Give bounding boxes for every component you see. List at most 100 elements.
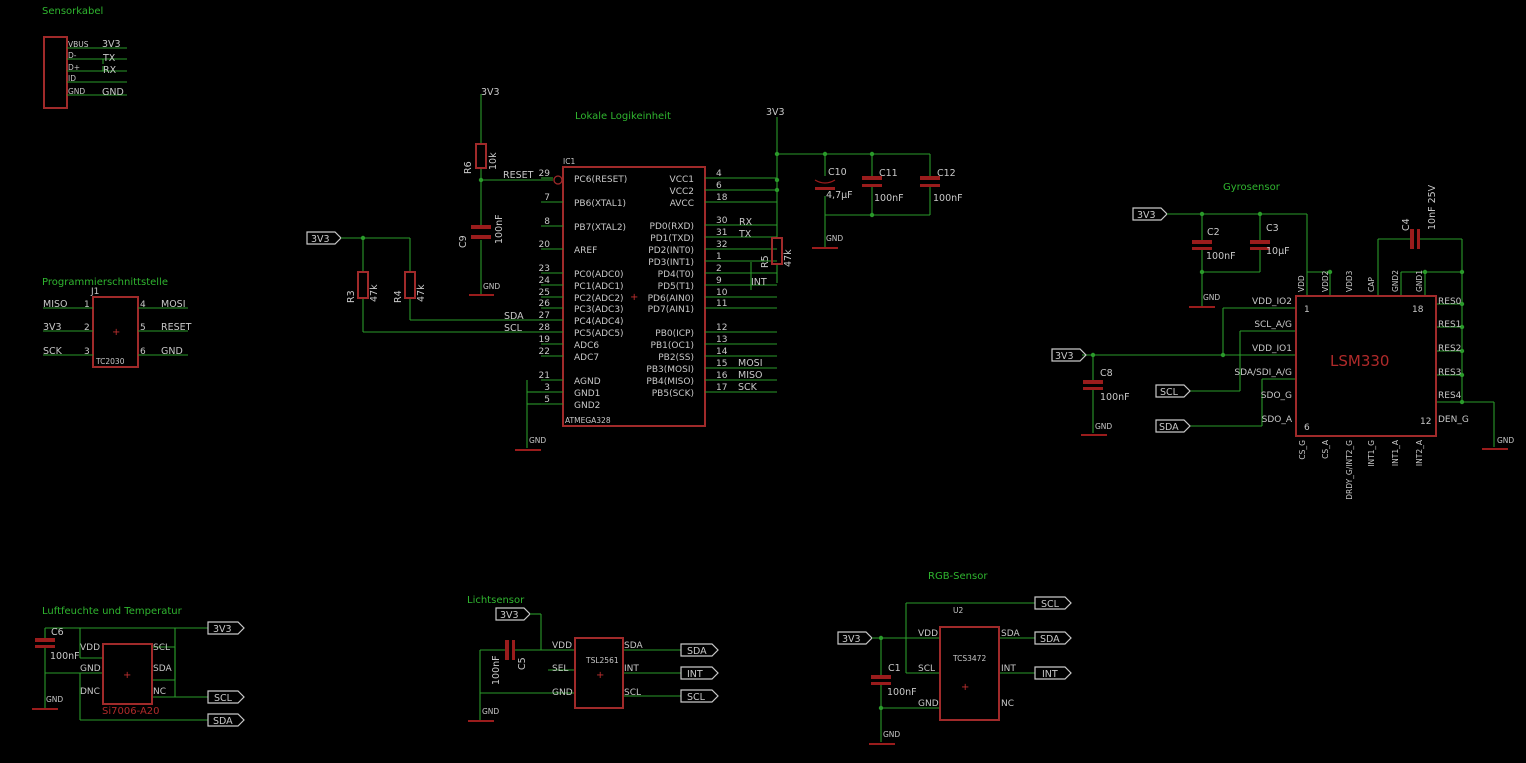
r6-supply-label: 3V3 <box>481 87 500 98</box>
c8-capacitor[interactable] <box>1083 380 1103 390</box>
lsm330-sensor[interactable] <box>1295 295 1437 437</box>
r5-resistor[interactable] <box>771 237 783 265</box>
flag-scl-tcs[interactable] <box>1034 596 1072 610</box>
title-rgb: RGB-Sensor <box>928 571 988 582</box>
tsl2561-sensor[interactable] <box>574 637 624 709</box>
c11-capacitor[interactable] <box>862 176 882 187</box>
mcu-net-sck: SCK <box>738 382 758 393</box>
mcu-right-pin-number: 30 <box>716 216 728 226</box>
si7006-pin-dnc: DNC <box>80 687 100 697</box>
flag-scl-tsl[interactable] <box>680 689 719 703</box>
mcu-right-pin-name: PB2(SS) <box>658 353 694 363</box>
c10-gnd-label: GND <box>826 234 843 243</box>
usb-pin-dplus: D+ <box>68 63 80 72</box>
si7006-pin-sda: SDA <box>153 664 172 674</box>
title-light: Lichtsensor <box>467 595 525 606</box>
mcu-left-pin-name: PC2(ADC2) <box>574 294 624 304</box>
lsm-bottom-pin: CS_A <box>1321 439 1330 459</box>
mcu-left-pin-number: 29 <box>539 169 551 179</box>
flag-sda-lsm[interactable] <box>1155 419 1191 433</box>
si7006-gnd-label: GND <box>46 695 63 704</box>
c3-capacitor[interactable] <box>1250 240 1270 250</box>
gyro-gnd-label-3: GND <box>1497 436 1514 445</box>
c11-value: 100nF <box>874 193 904 204</box>
si7006-sensor[interactable] <box>102 643 153 705</box>
c10-capacitor[interactable] <box>814 179 836 190</box>
flag-sda-si7006[interactable] <box>207 713 245 727</box>
usb-net-tx: TX <box>102 53 116 64</box>
lsm-left-pin: SDO_A <box>1262 415 1293 425</box>
usb-connector[interactable] <box>43 36 68 109</box>
mcu-right-pin-name: PB1(OC1) <box>651 341 694 351</box>
tcs-junction-a <box>878 635 884 641</box>
mcu-right-pins: 4VCC16VCC218AVCC30PD0(RXD)31PD1(TXD)32PD… <box>646 169 777 399</box>
c1-value: 100nF <box>887 687 917 698</box>
c9-capacitor[interactable] <box>471 225 491 239</box>
flag-3v3-gyro[interactable] <box>1132 207 1168 221</box>
flag-scl-si7006[interactable] <box>207 690 245 704</box>
mcu-left-pin-number: 5 <box>544 395 550 405</box>
flag-int-tcs[interactable] <box>1034 666 1072 680</box>
flag-3v3-si7006[interactable] <box>207 621 245 635</box>
mcu-left-pin-number: 7 <box>544 193 550 203</box>
mcu-right-pin-name: PD5(T1) <box>658 282 694 292</box>
mcu-gnd-wires <box>526 380 541 448</box>
r3-resistor[interactable] <box>357 271 369 299</box>
c1-capacitor[interactable] <box>871 675 891 685</box>
mcu-left-pin-name: ADC7 <box>574 353 599 363</box>
c9-value: 100nF <box>494 214 505 244</box>
mcu-right-pin-name: PB4(MISO) <box>646 377 694 387</box>
tcs-gnd-label: GND <box>883 730 900 739</box>
flag-int-tsl[interactable] <box>680 666 719 680</box>
title-programmer: Programmierschnittstelle <box>42 277 168 288</box>
c6-capacitor[interactable] <box>35 638 55 648</box>
usb-net-3v3: 3V3 <box>102 39 121 50</box>
flag-sda-tcs[interactable] <box>1034 631 1072 645</box>
flag-scl-lsm[interactable] <box>1155 384 1191 398</box>
flag-sda-tsl[interactable] <box>680 643 719 657</box>
j1-pin5: 5 <box>140 323 146 333</box>
flag-3v3-tcs[interactable] <box>837 631 873 645</box>
j1-value: TC2030 <box>95 357 125 366</box>
c4-capacitor[interactable] <box>1410 229 1420 249</box>
flag-3v3-logic[interactable] <box>306 231 342 245</box>
r6-resistor[interactable] <box>475 143 487 169</box>
j1-connector[interactable] <box>92 296 139 368</box>
gnd-junction-caps <box>869 212 875 218</box>
lsm-bottom-pin: INT2_A <box>1415 439 1424 466</box>
c12-capacitor[interactable] <box>920 176 940 187</box>
title-gyro: Gyrosensor <box>1223 182 1281 193</box>
vcc-junction-1 <box>774 177 780 183</box>
flag-3v3-tsl[interactable] <box>495 607 531 621</box>
gyro-junction-l <box>1090 352 1096 358</box>
tcs-pin-int: INT <box>1001 664 1016 674</box>
lsm-num-12: 12 <box>1420 417 1431 427</box>
lsm-right-pin: DEN_G <box>1438 415 1469 425</box>
c9-gnd-label: GND <box>483 282 500 291</box>
c2-capacitor[interactable] <box>1192 240 1212 250</box>
lsm-right-pin: RES2 <box>1438 344 1461 354</box>
mcu-value: ATMEGA328 <box>565 416 611 425</box>
tsl-pin-int: INT <box>624 664 639 674</box>
c10-ref: C10 <box>828 167 847 178</box>
flag-3v3-lsm[interactable] <box>1051 348 1087 362</box>
mcu-net-sda: SDA <box>504 311 524 322</box>
mcu-ref: IC1 <box>563 157 575 166</box>
lsm-left-pin: SDA/SDI_A/G <box>1234 368 1292 378</box>
mcu-right-pin-name: PB5(SCK) <box>652 389 694 399</box>
gyro-junction-c <box>1199 269 1205 275</box>
usb-wires <box>67 47 127 96</box>
c10-value: 4,7µF <box>826 190 853 201</box>
c5-capacitor[interactable] <box>505 640 515 660</box>
flag-scl-lsm-label: SCL <box>1160 387 1179 398</box>
tcs3472-sensor[interactable] <box>939 626 1000 721</box>
c2-value: 100nF <box>1206 251 1236 262</box>
r3-value: 47k <box>369 284 380 302</box>
mcu-left-pin-number: 21 <box>539 371 550 381</box>
usb-net-gnd: GND <box>102 87 124 98</box>
mcu-right-pin-name: VCC1 <box>670 175 694 185</box>
j1-ref: J1 <box>90 287 99 297</box>
mcu-right-pin-name: PD6(AIN0) <box>648 294 694 304</box>
r4-resistor[interactable] <box>404 271 416 299</box>
vcc-junction-2 <box>774 187 780 193</box>
